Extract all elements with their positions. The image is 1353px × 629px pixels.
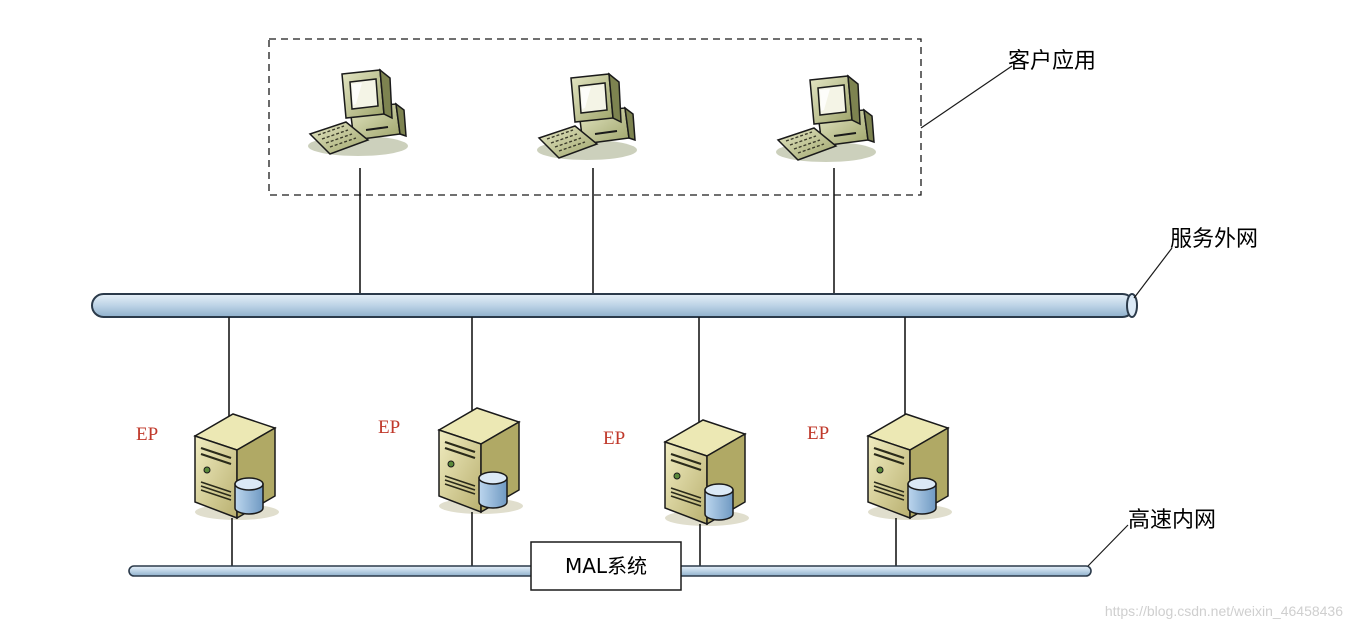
server-label: EP [603,428,625,449]
external-callout-line [1133,247,1173,299]
client-group-box [268,38,922,196]
external-network-bus [91,293,1138,318]
watermark: https://blog.csdn.net/weixin_46458436 [1105,603,1343,619]
server-icon [866,412,954,522]
server-label: EP [136,424,158,445]
internal-network-label: 高速内网 [1128,508,1216,533]
server-icon [437,406,525,516]
client-apps-label: 客户应用 [1008,49,1096,74]
mal-system-label: MAL系统 [565,554,647,578]
client-computer-icon [536,73,638,161]
internal-callout-line [1087,524,1129,567]
server-icon [663,418,751,528]
server-icon [193,412,281,522]
client-computer-icon [307,69,409,157]
client-computer-icon [775,75,877,163]
server-label: EP [378,417,400,438]
external-network-label: 服务外网 [1170,227,1258,252]
mal-system-box: MAL系统 [530,541,682,591]
server-label: EP [807,423,829,444]
client-callout-line [920,65,1013,129]
